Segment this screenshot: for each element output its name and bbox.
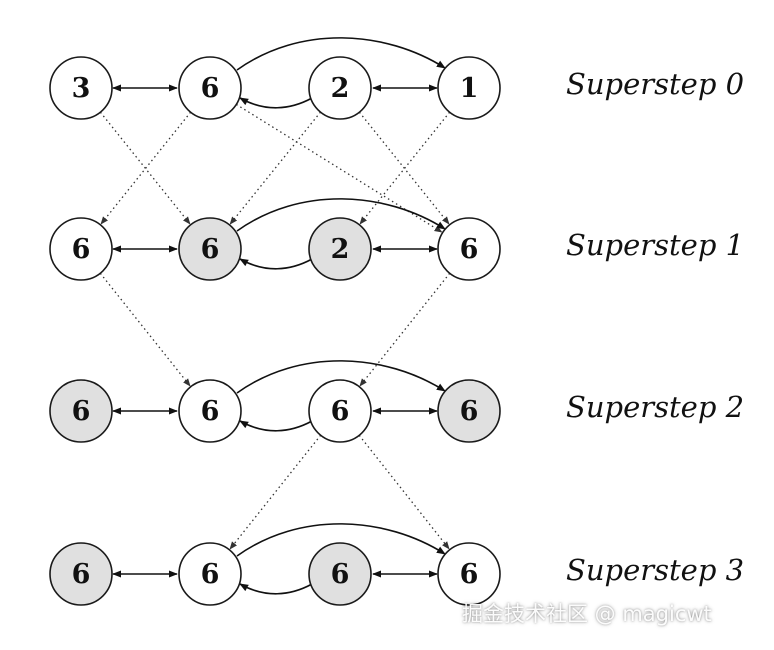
node-value: 6 <box>201 234 220 265</box>
message-edge-1-0-1 <box>99 272 191 387</box>
node-value: 6 <box>331 559 350 590</box>
node-3-3: 6 <box>437 542 501 606</box>
node-circle <box>49 56 113 120</box>
superstep-row-0: 3 6 2 1 Superstep 0 <box>49 37 744 120</box>
node-0-1: 6 <box>178 56 242 120</box>
node-1-2: 2 <box>308 217 372 281</box>
node-value: 6 <box>201 559 220 590</box>
node-value: 6 <box>201 396 220 427</box>
edge-0-1-3 <box>236 37 446 71</box>
edge-2-1-3 <box>236 360 446 394</box>
node-0-3: 1 <box>437 56 501 120</box>
node-1-1: 6 <box>178 217 242 281</box>
node-value: 6 <box>460 234 479 265</box>
node-value: 2 <box>331 73 350 104</box>
node-value: 3 <box>72 73 91 104</box>
superstep-label: Superstep 3 <box>566 553 744 587</box>
edge-1-2-1 <box>239 258 313 270</box>
node-1-3: 6 <box>437 217 501 281</box>
node-value: 6 <box>72 396 91 427</box>
superstep-label: Superstep 2 <box>566 390 744 424</box>
superstep-row-3: 6 6 6 6 Superstep 3 <box>49 523 744 606</box>
message-edge-0-2-3 <box>358 111 450 225</box>
node-circle <box>308 379 372 443</box>
node-3-2: 6 <box>308 542 372 606</box>
superstep-label: Superstep 0 <box>566 67 744 101</box>
edge-2-2-1 <box>239 420 313 432</box>
node-circle <box>308 56 372 120</box>
node-circle <box>437 56 501 120</box>
node-3-1: 6 <box>178 542 242 606</box>
node-circle <box>178 217 242 281</box>
node-circle <box>178 56 242 120</box>
message-edges <box>99 103 451 550</box>
node-circle <box>49 217 113 281</box>
edge-0-2-1 <box>239 97 313 109</box>
node-circle <box>308 542 372 606</box>
superstep-label: Superstep 1 <box>566 228 744 262</box>
node-1-0: 6 <box>49 217 113 281</box>
node-circle <box>308 217 372 281</box>
node-circle <box>178 379 242 443</box>
message-edge-0-2-1 <box>229 111 322 225</box>
node-value: 6 <box>72 559 91 590</box>
superstep-row-1: 6 6 2 6 Superstep 1 <box>49 198 744 281</box>
node-circle <box>437 542 501 606</box>
message-edge-1-3-2 <box>359 272 451 387</box>
node-circle <box>178 542 242 606</box>
message-edge-0-3-2 <box>359 111 451 225</box>
node-2-2: 6 <box>308 379 372 443</box>
watermark: 掘金技术社区 @ magicwt <box>462 602 712 626</box>
node-0-2: 2 <box>308 56 372 120</box>
node-2-3: 6 <box>437 379 501 443</box>
node-value: 6 <box>460 559 479 590</box>
node-circle <box>49 379 113 443</box>
node-3-0: 6 <box>49 542 113 606</box>
edge-3-2-1 <box>239 583 313 595</box>
node-value: 6 <box>201 73 220 104</box>
node-value: 6 <box>72 234 91 265</box>
node-value: 6 <box>331 396 350 427</box>
node-value: 1 <box>460 73 479 104</box>
node-value: 2 <box>331 234 350 265</box>
message-edge-0-1-0 <box>100 111 192 225</box>
node-2-1: 6 <box>178 379 242 443</box>
node-circle <box>437 217 501 281</box>
node-circle <box>49 542 113 606</box>
node-2-0: 6 <box>49 379 113 443</box>
message-edge-2-2-1 <box>229 434 322 550</box>
node-0-0: 3 <box>49 56 113 120</box>
superstep-row-2: 6 6 6 6 Superstep 2 <box>49 360 744 443</box>
edge-3-1-3 <box>236 523 446 557</box>
message-edge-2-2-3 <box>358 434 450 550</box>
node-value: 6 <box>460 396 479 427</box>
edge-1-1-3 <box>236 198 446 232</box>
message-edge-0-0-1 <box>99 111 191 225</box>
node-circle <box>437 379 501 443</box>
